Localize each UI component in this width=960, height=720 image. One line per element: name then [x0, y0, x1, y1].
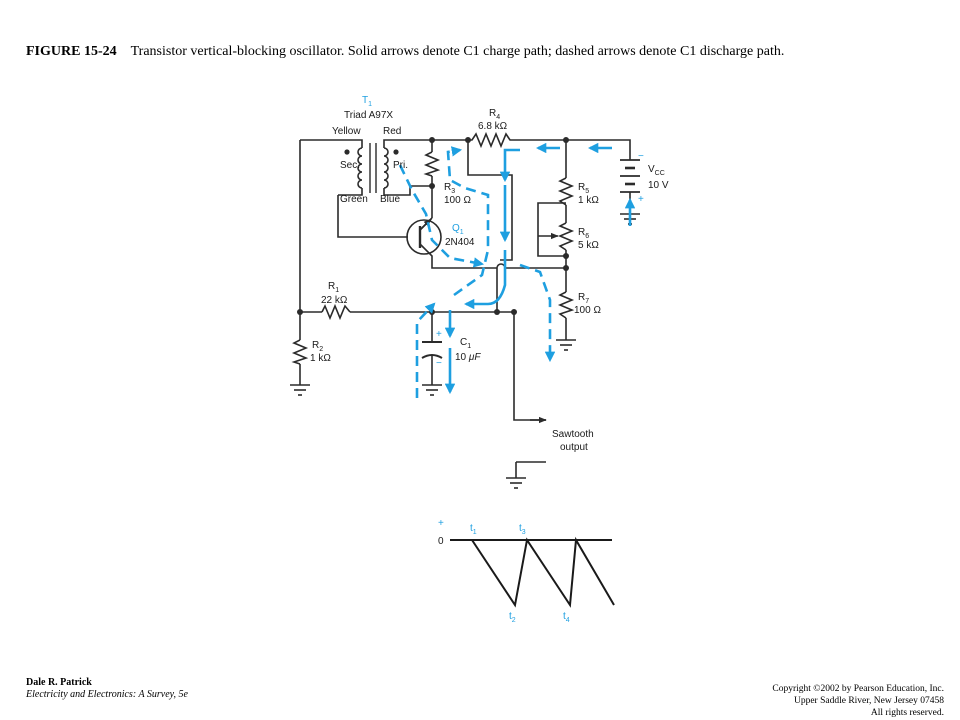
r2-value: 1 kΩ	[310, 353, 331, 364]
r2-label: R2	[312, 340, 323, 353]
vcc-label: VCC	[648, 164, 665, 177]
footer-credits: Dale R. Patrick Electricity and Electron…	[26, 677, 188, 701]
green-lead-label: Green	[340, 194, 368, 205]
r7-value: 100 Ω	[574, 305, 601, 316]
r5-label: R5	[578, 182, 589, 195]
t1-marker: t1	[470, 523, 477, 536]
capacitor-c1	[421, 341, 443, 359]
r6-label: R6	[578, 227, 589, 240]
battery-vcc	[620, 159, 640, 196]
sawtooth-waveform	[450, 536, 615, 608]
copyright-line: Copyright ©2002 by Pearson Education, In…	[772, 684, 944, 694]
resistor-r3	[423, 151, 441, 177]
resistor-r2	[291, 339, 309, 365]
charge-path-arrows	[444, 142, 636, 395]
q1-model: 2N404	[445, 237, 475, 248]
waveform-zero-label: 0	[438, 536, 444, 547]
waveform-plus-label: +	[438, 518, 444, 529]
t1-model: Triad A97X	[344, 110, 393, 121]
c1-value: 10 μF	[455, 352, 481, 363]
vcc-value: 10 V	[648, 180, 669, 191]
ground-icon	[506, 477, 526, 489]
r7-label: R7	[578, 292, 589, 305]
resistor-r4	[468, 131, 514, 149]
secondary-label: Sec.	[340, 160, 360, 171]
t2-marker: t2	[509, 611, 516, 624]
c1-label: C1	[460, 337, 471, 350]
r4-value: 6.8 kΩ	[478, 121, 508, 132]
figure-number: FIGURE 15-24	[26, 44, 117, 59]
r6-value: 5 kΩ	[578, 240, 599, 251]
primary-label: Pri.	[393, 160, 408, 171]
resistor-r7	[557, 291, 575, 319]
phase-dot-icon	[393, 149, 399, 155]
r1-value: 22 kΩ	[321, 295, 348, 306]
vcc-minus-sign: −	[638, 151, 644, 162]
book-title: Electricity and Electronics: A Survey, 5…	[26, 689, 188, 700]
yellow-lead-label: Yellow	[332, 126, 361, 137]
output-label-line2: output	[560, 442, 588, 453]
address-line: Upper Saddle River, New Jersey 07458	[793, 696, 944, 706]
r5-value: 1 kΩ	[578, 195, 599, 206]
caption-text: Transistor vertical-blocking oscillator.…	[130, 44, 785, 59]
t3-marker: t3	[519, 523, 526, 536]
ground-icon	[422, 384, 442, 396]
q1-label: Q1	[452, 223, 464, 236]
t4-marker: t4	[563, 611, 570, 624]
transistor-q1	[406, 218, 442, 255]
ground-icon	[556, 339, 576, 351]
r3-label: R3	[444, 182, 455, 195]
t1-label: T1	[362, 95, 372, 108]
footer-copyright: Copyright ©2002 by Pearson Education, In…	[772, 683, 944, 719]
resistor-r1	[321, 303, 351, 321]
potentiometer-r6	[557, 222, 575, 251]
discharge-path-arrows	[398, 146, 556, 398]
author-name: Dale R. Patrick	[26, 677, 92, 688]
red-lead-label: Red	[383, 126, 401, 137]
c1-plus-sign: +	[436, 329, 442, 340]
phase-dot-icon	[344, 149, 350, 155]
rights-line: All rights reserved.	[870, 708, 944, 718]
output-label-line1: Sawtooth	[552, 429, 594, 440]
r1-label: R1	[328, 281, 339, 294]
r4-label: R4	[489, 108, 500, 121]
ground-icon	[290, 384, 310, 396]
blue-lead-label: Blue	[380, 194, 400, 205]
resistor-r5	[557, 177, 575, 206]
vcc-plus-sign: +	[638, 194, 644, 205]
figure-caption: FIGURE 15-24 Transistor vertical-blocking…	[26, 44, 946, 60]
c1-minus-sign: −	[436, 358, 442, 369]
r3-value: 100 Ω	[444, 195, 471, 206]
transformer-t1	[335, 139, 412, 196]
